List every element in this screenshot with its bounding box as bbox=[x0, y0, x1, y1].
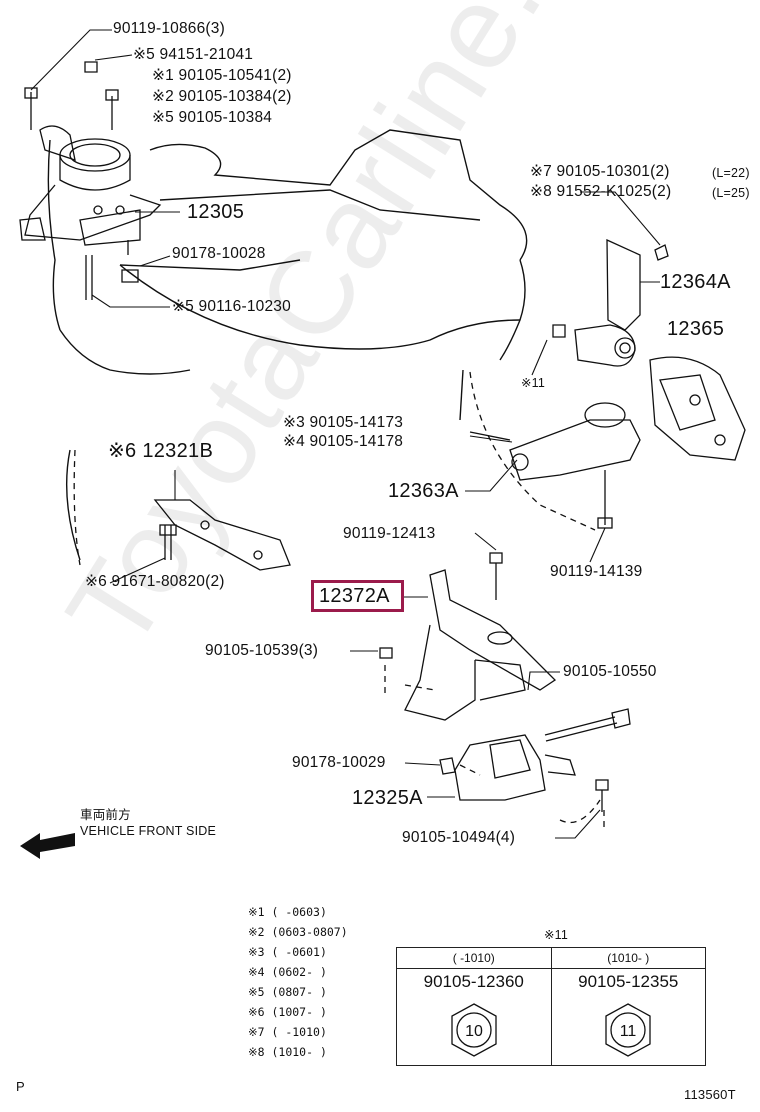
bracket-12321B-drawing bbox=[153, 499, 291, 571]
ref-table: ( -1010) (1010- ) 90105-12360 10 90105-1… bbox=[396, 947, 706, 1066]
bracket-12325A-drawing bbox=[439, 734, 609, 812]
bolt-head-icon: 10 bbox=[451, 1003, 497, 1057]
date-note: ※8 (1010- ) bbox=[248, 1045, 327, 1059]
date-notes-list: ※1 ( -0603) ※2 (0603-0807) ※3 ( -0601) ※… bbox=[248, 902, 348, 1062]
leader-lines bbox=[30, 29, 661, 839]
footer-left: P bbox=[16, 1079, 25, 1094]
mount-12365-drawing bbox=[649, 356, 746, 461]
bolt-head-icon: 11 bbox=[605, 1003, 651, 1057]
engine-mount-12305-drawing bbox=[19, 125, 162, 255]
part-label-90105-10384-2[interactable]: ※2 90105-10384(2) bbox=[152, 88, 292, 105]
ref-table-range-1: ( -1010) bbox=[396, 947, 552, 969]
bracket-12364A-drawing bbox=[552, 238, 669, 367]
part-label-90119-10866[interactable]: 90119-10866(3) bbox=[113, 20, 225, 37]
part-label-12364A[interactable]: 12364A bbox=[660, 271, 731, 293]
part-label-12363A[interactable]: 12363A bbox=[388, 480, 459, 502]
length-note-l25: (L=25) bbox=[712, 186, 750, 200]
leader-dashed bbox=[73, 371, 605, 830]
part-label-90105-10541[interactable]: ※1 90105-10541(2) bbox=[152, 67, 292, 84]
part-label-12305[interactable]: 12305 bbox=[187, 201, 245, 223]
part-label-94151-21041[interactable]: ※5 94151-21041 bbox=[133, 46, 254, 63]
part-label-12325A[interactable]: 12325A bbox=[352, 787, 423, 809]
date-note: ※5 (0807- ) bbox=[248, 985, 327, 999]
ref-part-90105-12360[interactable]: 90105-12360 bbox=[423, 972, 524, 991]
part-label-90105-10539[interactable]: 90105-10539(3) bbox=[205, 642, 319, 659]
part-label-90105-10384[interactable]: ※5 90105-10384 bbox=[152, 109, 273, 126]
part-label-12372A[interactable]: 12372A bbox=[319, 585, 390, 607]
vehicle-front-jp: 車両前方 bbox=[80, 808, 131, 822]
part-label-90119-12413[interactable]: 90119-12413 bbox=[343, 525, 436, 542]
note-ref-11: ※11 bbox=[521, 376, 546, 390]
length-note-l22: (L=22) bbox=[712, 166, 750, 180]
date-note: ※7 ( -1010) bbox=[248, 1025, 327, 1039]
part-label-90105-10301[interactable]: ※7 90105-10301(2) bbox=[530, 163, 670, 180]
ref-table-title: ※11 bbox=[544, 928, 569, 942]
bolt-size-11: 11 bbox=[620, 1023, 637, 1040]
part-label-91552-K1025[interactable]: ※8 91552-K1025(2) bbox=[530, 183, 672, 200]
bolt-90105-10550-drawing bbox=[544, 708, 631, 742]
part-label-91671-80820[interactable]: ※6 91671-80820(2) bbox=[85, 573, 225, 590]
part-label-90116-10230[interactable]: ※5 90116-10230 bbox=[172, 298, 291, 315]
date-note: ※4 (0602- ) bbox=[248, 965, 327, 979]
highlight-box-12372A bbox=[311, 580, 404, 612]
part-label-12321B[interactable]: ※6 12321B bbox=[108, 440, 214, 462]
mount-12372A-drawing bbox=[379, 552, 557, 721]
torque-rod-12363A-drawing bbox=[469, 402, 641, 529]
part-label-90105-10494[interactable]: 90105-10494(4) bbox=[402, 829, 516, 846]
engine-outline bbox=[47, 129, 528, 561]
bolt-size-10: 10 bbox=[465, 1023, 483, 1040]
footer-right-code: 113560T bbox=[684, 1087, 736, 1102]
date-note: ※3 ( -0601) bbox=[248, 945, 327, 959]
bolts-top-left bbox=[24, 61, 139, 300]
part-label-12365[interactable]: 12365 bbox=[667, 318, 725, 340]
ref-table-cell-1: 90105-12360 10 bbox=[396, 968, 552, 1066]
part-label-90105-14178[interactable]: ※4 90105-14178 bbox=[283, 433, 404, 450]
front-arrow-shape bbox=[20, 833, 75, 859]
date-note: ※6 (1007- ) bbox=[248, 1005, 327, 1019]
part-label-90105-10550[interactable]: 90105-10550 bbox=[563, 663, 657, 680]
ref-table-cell-2: 90105-12355 11 bbox=[550, 968, 706, 1066]
part-label-90105-14173[interactable]: ※3 90105-14173 bbox=[283, 414, 404, 431]
part-label-90178-10029[interactable]: 90178-10029 bbox=[292, 754, 386, 771]
date-note: ※1 ( -0603) bbox=[248, 905, 327, 919]
vehicle-front-en: VEHICLE FRONT SIDE bbox=[80, 824, 217, 838]
part-label-90119-14139[interactable]: 90119-14139 bbox=[550, 563, 643, 580]
ref-part-90105-12355[interactable]: 90105-12355 bbox=[578, 972, 679, 991]
part-label-90178-10028[interactable]: 90178-10028 bbox=[172, 245, 266, 262]
ref-table-range-2: (1010- ) bbox=[550, 947, 706, 969]
date-note: ※2 (0603-0807) bbox=[248, 925, 348, 939]
